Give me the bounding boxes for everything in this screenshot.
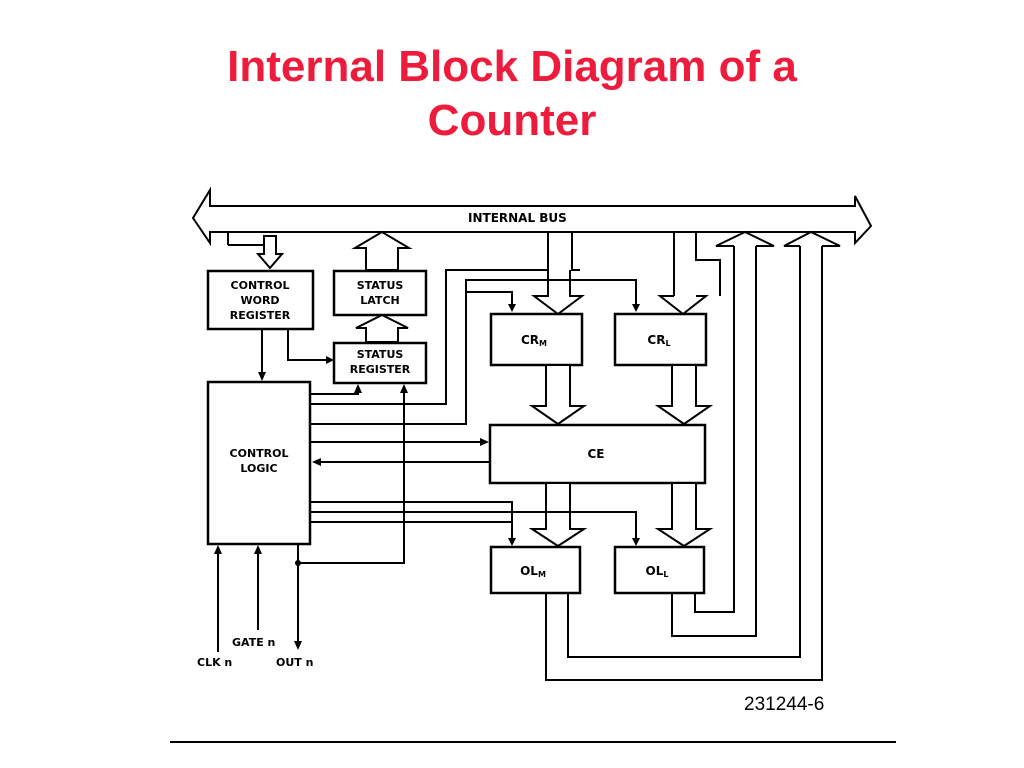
output-to-status-register-line (298, 390, 405, 564)
status-register-label-1: STATUS (357, 348, 404, 361)
clk-label: CLK n (197, 656, 232, 669)
cr-l-to-ce-arrow (654, 364, 714, 426)
ol-m-box (489, 545, 582, 595)
control-to-cr-m-arrowhead (508, 304, 516, 312)
bus-to-cr-m-arrow (531, 270, 585, 316)
control-to-status-register-line-2 (310, 269, 548, 405)
ce-to-ol-m-arrow (528, 482, 588, 548)
control-logic-box (206, 380, 312, 546)
control-to-ol-l-line (310, 511, 637, 539)
control-word-register-box (206, 269, 315, 331)
internal-bus-label: INTERNAL BUS (468, 211, 567, 225)
status-register-to-latch-arrow (355, 313, 409, 343)
figure-number: 231244-6 (744, 694, 824, 715)
footer-rule (170, 741, 896, 743)
ol-l-output-path-1 (694, 246, 735, 613)
control-to-ce-arrowhead (480, 438, 489, 446)
control-logic-label-1: CONTROL (230, 447, 289, 460)
out-junction-dot (295, 560, 301, 566)
clk-arrowhead (214, 545, 222, 554)
control-logic-label-2: LOGIC (240, 462, 277, 475)
cwr-label-2: WORD (240, 294, 279, 307)
cr-l-label: CRL (647, 333, 670, 348)
cwr-to-status-register-arrowhead (326, 356, 334, 364)
ce-to-ol-l-arrow (654, 482, 714, 548)
status-register-box (332, 341, 428, 385)
cr-l-box (613, 312, 708, 367)
cr-m-to-ce-arrow (528, 364, 588, 426)
ce-box (488, 423, 707, 485)
bus-to-cr-m-line (534, 232, 580, 271)
control-to-status-register-line-1 (310, 390, 359, 395)
out-label: OUT n (276, 656, 313, 669)
control-to-cr-l-line (465, 279, 637, 306)
gate-label: GATE n (232, 636, 275, 649)
ce-label: CE (587, 447, 604, 461)
control-to-ol-l-arrowhead (632, 538, 640, 546)
control-to-status-register-arrowhead (354, 384, 362, 393)
status-latch-label-1: STATUS (357, 279, 404, 292)
status-latch-box (332, 269, 428, 317)
out-arrowhead (294, 641, 302, 650)
title-line-1: Internal Block Diagram of a (227, 42, 797, 91)
gate-arrowhead (254, 545, 262, 554)
bus-to-cr-l-line (673, 232, 721, 296)
ol-l-output-path-2 (671, 246, 757, 637)
bus-to-cr-l-arrow (657, 295, 709, 316)
ol-l-to-bus-arrow (715, 230, 775, 247)
ol-m-to-bus-arrow (783, 230, 841, 247)
ol-l-label: OLL (646, 564, 669, 579)
ol-m-output-path-1 (567, 246, 801, 658)
cwr-to-status-register-line (287, 329, 330, 361)
title-line-2: Counter (427, 96, 597, 145)
cwr-to-control-logic-arrowhead (258, 372, 266, 381)
cwr-label-1: CONTROL (231, 279, 290, 292)
ol-l-box (613, 545, 706, 595)
bus-to-cwr-arrow (255, 235, 285, 270)
ol-m-output-path-2 (545, 246, 823, 681)
control-to-cr-l-arrowhead (632, 304, 640, 312)
status-latch-label-2: LATCH (360, 294, 399, 307)
cr-m-label: CRM (521, 333, 547, 348)
cr-m-box (489, 312, 584, 367)
status-latch-to-bus-arrow (351, 230, 413, 271)
control-to-ol-m-arrowhead (508, 538, 516, 546)
cwr-label-3: REGISTER (230, 309, 291, 322)
ce-to-control-arrowhead (312, 458, 321, 466)
ol-m-label: OLM (520, 564, 546, 579)
slide-title: Internal Block Diagram of a Counter (0, 40, 1024, 148)
output-to-status-register-arrowhead (400, 384, 408, 393)
control-to-ol-m-line (310, 501, 513, 539)
internal-bus-arrow (191, 186, 873, 247)
status-register-label-2: REGISTER (350, 363, 411, 376)
